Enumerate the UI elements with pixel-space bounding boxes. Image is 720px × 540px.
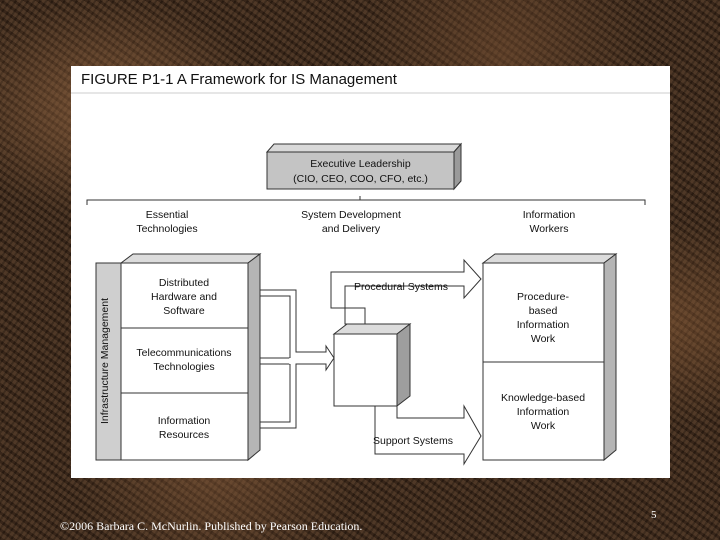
header-information: Information — [523, 209, 576, 221]
header-workers: Workers — [530, 223, 569, 235]
information-workers-block: Procedure- based Information Work Knowle… — [481, 253, 618, 462]
executive-leadership-box: Executive Leadership (CIO, CEO, COO, CFO… — [265, 142, 463, 191]
copyright-caption: ©2006 Barbara C. McNurlin. Published by … — [60, 519, 363, 533]
executive-label: Executive Leadership — [310, 158, 411, 170]
support-systems-arrow: Support Systems — [373, 404, 482, 466]
tech-distributed-1: Distributed — [159, 277, 209, 289]
worker-knowledge-3: Work — [531, 420, 556, 432]
tech-information-2: Resources — [159, 429, 209, 441]
system-delivery-box — [332, 322, 412, 408]
tech-distributed-3: Software — [163, 305, 205, 317]
header-delivery: and Delivery — [322, 223, 381, 235]
tech-distributed-2: Hardware and — [151, 291, 217, 303]
worker-procedure-4: Work — [531, 333, 556, 345]
tech-telecom-2: Technologies — [153, 361, 214, 373]
tech-information-1: Information — [158, 415, 211, 427]
header-technologies: Technologies — [136, 223, 197, 235]
infrastructure-band — [95, 262, 122, 461]
procedural-systems-label: Procedural Systems — [354, 281, 448, 293]
tech-connectors — [259, 289, 335, 429]
essential-technologies-block: Infrastructure Management Distributed Ha… — [95, 253, 262, 462]
worker-procedure-1: Procedure- — [517, 291, 569, 303]
worker-procedure-3: Information — [517, 319, 570, 331]
executive-roles: (CIO, CEO, COO, CFO, etc.) — [293, 173, 428, 185]
framework-diagram: FIGURE P1-1 A Framework for IS Managemen… — [71, 71, 670, 466]
worker-knowledge-1: Knowledge-based — [501, 392, 585, 404]
worker-procedure-2: based — [529, 305, 558, 317]
infrastructure-management-label: Infrastructure Management — [99, 298, 111, 424]
page-number: 5 — [651, 509, 657, 521]
figure-title: FIGURE P1-1 A Framework for IS Managemen… — [81, 71, 398, 88]
tech-telecom-1: Telecommunications — [136, 347, 231, 359]
header-system-development: System Development — [301, 209, 401, 221]
worker-knowledge-2: Information — [517, 406, 570, 418]
support-systems-label: Support Systems — [373, 435, 453, 447]
figure-panel: FIGURE P1-1 A Framework for IS Managemen… — [71, 66, 670, 478]
header-essential: Essential — [146, 209, 189, 221]
leadership-bracket — [86, 196, 646, 205]
procedural-systems-arrow: Procedural Systems — [330, 258, 482, 325]
